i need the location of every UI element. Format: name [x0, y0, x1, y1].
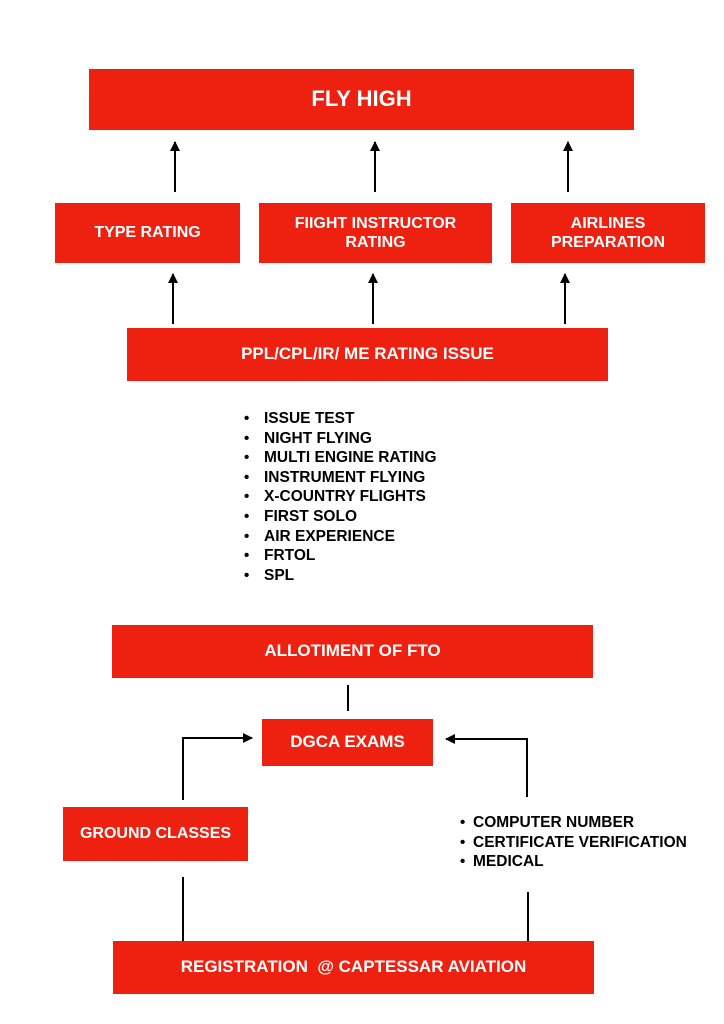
- list-item: •NIGHT FLYING: [244, 429, 372, 447]
- airlines-label-line1: AIRLINES: [570, 214, 646, 232]
- registration-box: REGISTRATION @ CAPTESSAR AVIATION: [113, 941, 594, 994]
- allotment-fto-label: ALLOTIMENT OF FTO: [264, 641, 441, 661]
- flight-instructor-label-line2: RATING: [345, 234, 406, 251]
- list-item: •MEDICAL: [460, 853, 544, 871]
- rating-issue-box: PPL/CPL/IR/ ME RATING ISSUE: [127, 328, 608, 381]
- ground-classes-box: GROUND CLASSES: [63, 807, 248, 861]
- list-item: •X-COUNTRY FLIGHTS: [244, 488, 426, 506]
- type-rating-box: TYPE RATING: [55, 203, 240, 263]
- fly-high-label: FLY HIGH: [311, 86, 412, 112]
- list-item: •CERTIFICATE VERIFICATION: [460, 833, 687, 851]
- list-item: •SPL: [244, 566, 295, 584]
- arrow-ground-classes-to-dgca: [182, 733, 253, 800]
- list-item: •ISSUE TEST: [244, 410, 355, 427]
- rating-issue-label: PPL/CPL/IR/ ME RATING ISSUE: [241, 344, 494, 364]
- dgca-exams-label: DGCA EXAMS: [290, 732, 405, 752]
- airlines-preparation-box: AIRLINES PREPARATION: [511, 203, 705, 263]
- registration-label: REGISTRATION @ CAPTESSAR AVIATION: [180, 957, 527, 977]
- list-item: •FRTOL: [244, 547, 316, 565]
- list-item: •AIR EXPERIENCE: [244, 527, 395, 545]
- airlines-label-line2: PREPARATION: [550, 234, 666, 251]
- flight-instructor-rating-box: FIIGHT INSTRUCTOR RATING: [259, 203, 492, 263]
- dgca-exams-box: DGCA EXAMS: [262, 719, 433, 766]
- list-item: •COMPUTER NUMBER: [460, 814, 635, 831]
- flight-instructor-label-line1: FIIGHT INSTRUCTOR: [294, 214, 457, 232]
- ground-classes-label: GROUND CLASSES: [79, 825, 232, 843]
- list-item: •INSTRUMENT FLYING: [244, 468, 426, 486]
- training-steps-list: •ISSUE TEST •NIGHT FLYING •MULTI ENGINE …: [244, 409, 437, 585]
- arrow-requirements-to-dgca: [445, 734, 528, 797]
- allotment-fto-box: ALLOTIMENT OF FTO: [112, 625, 593, 678]
- requirements-list: •COMPUTER NUMBER •CERTIFICATE VERIFICATI…: [460, 813, 687, 872]
- type-rating-label: TYPE RATING: [94, 224, 201, 242]
- fly-high-box: FLY HIGH: [89, 69, 634, 130]
- list-item: •FIRST SOLO: [244, 507, 357, 525]
- list-item: •MULTI ENGINE RATING: [244, 449, 437, 467]
